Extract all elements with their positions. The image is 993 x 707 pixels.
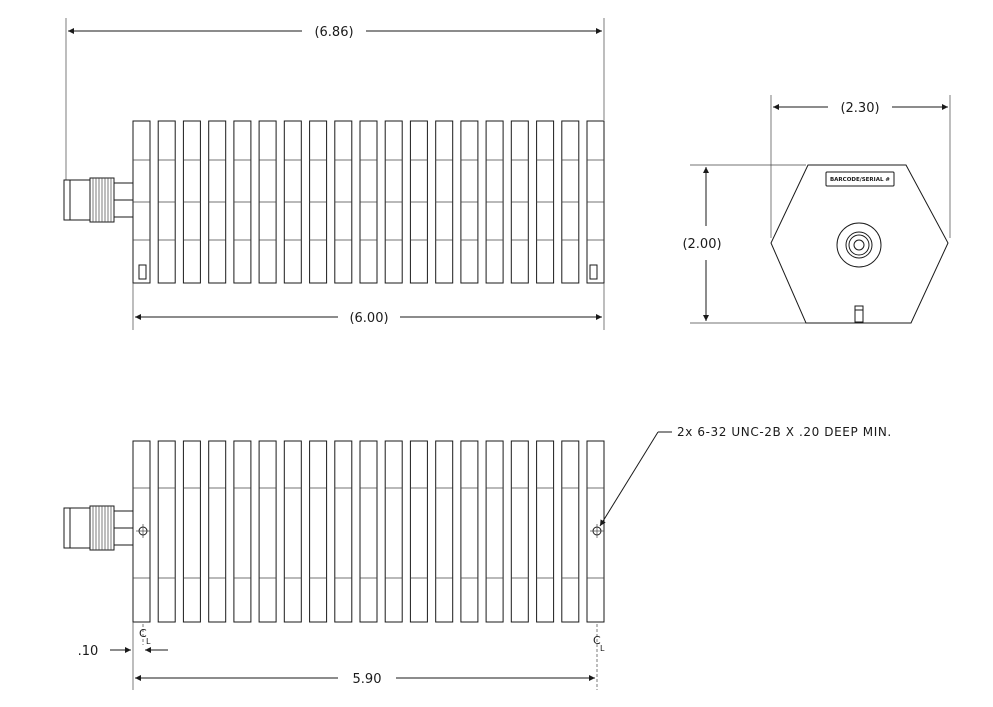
centerline-left-sub: L — [146, 637, 151, 646]
edge-offset-label: .10 — [78, 644, 99, 659]
end-height-label: (2.00) — [682, 237, 721, 252]
bnc-connector-bottom — [63, 505, 134, 551]
fin — [157, 440, 176, 623]
fin — [536, 440, 555, 623]
edge-offset-dimension: .10 — [78, 622, 168, 690]
heatsink-fins-bottom — [132, 440, 605, 623]
connector-face — [836, 222, 882, 268]
fin — [485, 440, 504, 623]
centerline-right-sub: L — [600, 644, 605, 653]
end-mount-hole — [854, 305, 864, 323]
fin — [132, 440, 151, 623]
fin — [460, 440, 479, 623]
heatsink-fins-top — [132, 120, 605, 284]
top-view: (6.86) (6.00) — [63, 18, 605, 330]
hole-callout-note: 2x 6-32 UNC-2B X .20 DEEP MIN. — [677, 425, 892, 439]
barcode-serial-text: BARCODE/SERIAL # — [830, 177, 890, 183]
hole-spacing-label: 5.90 — [353, 672, 382, 687]
end-width-dimension: (2.30) — [770, 95, 951, 238]
fin — [283, 440, 302, 623]
fin — [334, 440, 353, 623]
mount-hole-mark — [589, 264, 598, 280]
centerline-left-symbol: C — [139, 627, 147, 640]
overall-length-label: (6.86) — [314, 25, 353, 40]
fin — [309, 440, 328, 623]
fin — [510, 440, 529, 623]
tapped-hole-left — [136, 524, 150, 538]
centerline-left: C L — [139, 624, 151, 646]
hex-body — [770, 164, 949, 324]
fin — [208, 440, 227, 623]
fin — [359, 440, 378, 623]
barcode-serial-label: BARCODE/SERIAL # — [825, 171, 895, 187]
end-width-label: (2.30) — [840, 101, 879, 116]
fin — [586, 440, 605, 623]
fin — [258, 440, 277, 623]
end-view: (2.30) (2.00) BARCODE/SERIAL # — [682, 95, 951, 324]
body-length-label: (6.00) — [349, 311, 388, 326]
centerline-right: C L — [593, 624, 605, 690]
fin — [233, 440, 252, 623]
overall-length-dimension: (6.86) — [65, 18, 605, 180]
bnc-connector-top — [63, 177, 134, 223]
fin — [561, 440, 580, 623]
fin — [409, 440, 428, 623]
centerline-right-symbol: C — [593, 634, 601, 647]
fin — [182, 440, 201, 623]
body-length-dimension: (6.00) — [132, 283, 605, 330]
hole-spacing-dimension: 5.90 — [135, 672, 595, 687]
fin — [435, 440, 454, 623]
hole-callout: 2x 6-32 UNC-2B X .20 DEEP MIN. — [599, 425, 892, 527]
end-height-dimension: (2.00) — [682, 164, 806, 324]
fin — [384, 440, 403, 623]
mount-hole-mark — [138, 264, 147, 280]
tapped-hole-right — [590, 524, 604, 538]
bottom-view: 2x 6-32 UNC-2B X .20 DEEP MIN. C L C L .… — [63, 425, 892, 690]
